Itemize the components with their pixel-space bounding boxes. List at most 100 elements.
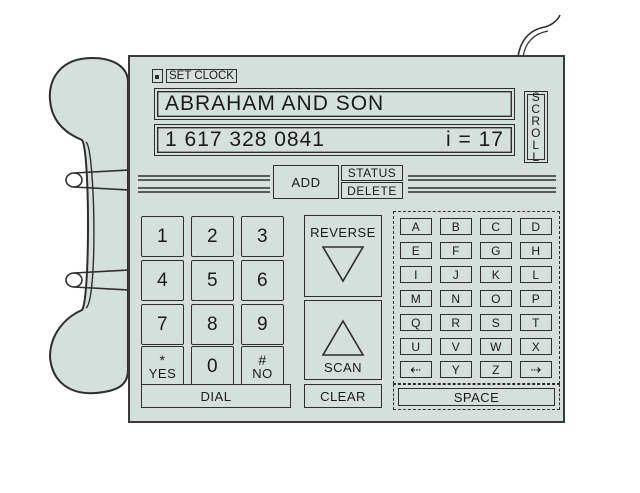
key-label: 9 — [256, 313, 269, 335]
dashed-arrow-right-icon: ⇢ — [530, 361, 542, 377]
key-top-glyph: # — [258, 352, 267, 368]
key-4[interactable]: 4 — [141, 260, 184, 301]
divider-rails — [138, 175, 556, 193]
status-button[interactable]: STATUS — [341, 165, 403, 181]
key-hash-no[interactable]: # NO — [241, 346, 284, 387]
key-e[interactable]: E — [400, 242, 432, 259]
cursor-right-button[interactable]: ⇢ — [520, 361, 552, 378]
key-n[interactable]: N — [440, 290, 472, 307]
dashed-arrow-left-icon: ⇠ — [410, 361, 422, 377]
scroll-char: O — [531, 126, 541, 140]
phone-cord — [517, 14, 561, 58]
key-label: Q — [411, 315, 421, 330]
key-label: 8 — [206, 313, 219, 335]
lock-icon — [152, 69, 163, 83]
index-text: i = 17 — [446, 128, 504, 151]
key-label: 1 — [156, 225, 169, 247]
key-label: K — [491, 267, 501, 282]
reverse-button[interactable]: REVERSE — [304, 215, 382, 297]
key-y[interactable]: Y — [440, 361, 472, 378]
key-8[interactable]: 8 — [191, 304, 234, 345]
key-g[interactable]: G — [480, 242, 512, 259]
key-label: R — [451, 315, 461, 330]
key-2[interactable]: 2 — [191, 216, 234, 257]
key-3[interactable]: 3 — [241, 216, 284, 257]
cursor-left-button[interactable]: ⇠ — [400, 361, 432, 378]
key-q[interactable]: Q — [400, 314, 432, 331]
space-button[interactable]: SPACE — [393, 384, 560, 410]
key-label: O — [491, 291, 501, 306]
key-label: M — [410, 291, 422, 306]
key-5[interactable]: 5 — [191, 260, 234, 301]
scroll-char: C — [531, 102, 541, 116]
key-1[interactable]: 1 — [141, 216, 184, 257]
key-u[interactable]: U — [400, 338, 432, 355]
key-label: X — [531, 339, 541, 354]
key-a[interactable]: A — [400, 218, 432, 235]
key-label: 0 — [206, 355, 219, 377]
alphabet-keypad — [393, 211, 560, 384]
key-p[interactable]: P — [520, 290, 552, 307]
key-label: L — [532, 267, 540, 282]
add-label: ADD — [291, 174, 321, 190]
key-label: H — [531, 243, 541, 258]
key-label: T — [532, 315, 540, 330]
add-button[interactable]: ADD — [273, 165, 339, 199]
key-m[interactable]: M — [400, 290, 432, 307]
key-label: F — [452, 243, 460, 258]
key-l[interactable]: L — [520, 266, 552, 283]
key-k[interactable]: K — [480, 266, 512, 283]
key-label: A — [411, 219, 421, 234]
key-s[interactable]: S — [480, 314, 512, 331]
key-0[interactable]: 0 — [191, 346, 234, 387]
key-label: U — [411, 339, 421, 354]
key-h[interactable]: H — [520, 242, 552, 259]
key-z[interactable]: Z — [480, 361, 512, 378]
set-clock-control[interactable]: SET CLOCK — [152, 68, 244, 84]
key-i[interactable]: I — [400, 266, 432, 283]
key-label: NO — [252, 366, 273, 381]
phone-number-text: 1 617 328 0841 — [165, 128, 325, 151]
key-w[interactable]: W — [480, 338, 512, 355]
dial-label: DIAL — [200, 388, 232, 404]
key-star-yes[interactable]: * YES — [141, 346, 184, 387]
key-label: 5 — [206, 269, 219, 291]
space-label: SPACE — [453, 389, 500, 405]
space-key-face — [398, 388, 555, 406]
key-v[interactable]: V — [440, 338, 472, 355]
scroll-button[interactable]: S C R O L L — [524, 91, 548, 163]
key-r[interactable]: R — [440, 314, 472, 331]
key-d[interactable]: D — [520, 218, 552, 235]
scroll-char: R — [531, 114, 541, 128]
cradle-hooks — [65, 169, 131, 291]
key-label: 7 — [156, 313, 169, 335]
number-display: 1 617 328 0841 i = 17 — [154, 124, 515, 156]
key-6[interactable]: 6 — [241, 260, 284, 301]
key-x[interactable]: X — [520, 338, 552, 355]
key-o[interactable]: O — [480, 290, 512, 307]
key-label: W — [490, 339, 502, 354]
key-label: Y — [451, 362, 461, 377]
key-label: Z — [492, 362, 500, 377]
key-label: YES — [148, 366, 177, 381]
status-label: STATUS — [347, 166, 397, 180]
key-t[interactable]: T — [520, 314, 552, 331]
scroll-char: L — [532, 138, 540, 152]
handset-icon — [48, 56, 129, 395]
number-keypad: 1 2 3 4 5 6 7 8 9 * YES 0 # NO — [141, 216, 291, 387]
dial-button[interactable]: DIAL — [141, 384, 291, 408]
scroll-char: S — [531, 90, 541, 104]
key-top-glyph: * — [159, 352, 166, 368]
key-label: C — [491, 219, 501, 234]
delete-button[interactable]: DELETE — [341, 182, 403, 199]
key-label: S — [491, 315, 501, 330]
key-f[interactable]: F — [440, 242, 472, 259]
clear-button[interactable]: CLEAR — [304, 384, 382, 408]
key-7[interactable]: 7 — [141, 304, 184, 345]
key-9[interactable]: 9 — [241, 304, 284, 345]
key-j[interactable]: J — [440, 266, 472, 283]
key-c[interactable]: C — [480, 218, 512, 235]
key-label: P — [531, 291, 541, 306]
key-b[interactable]: B — [440, 218, 472, 235]
scan-button[interactable]: SCAN — [304, 300, 382, 380]
